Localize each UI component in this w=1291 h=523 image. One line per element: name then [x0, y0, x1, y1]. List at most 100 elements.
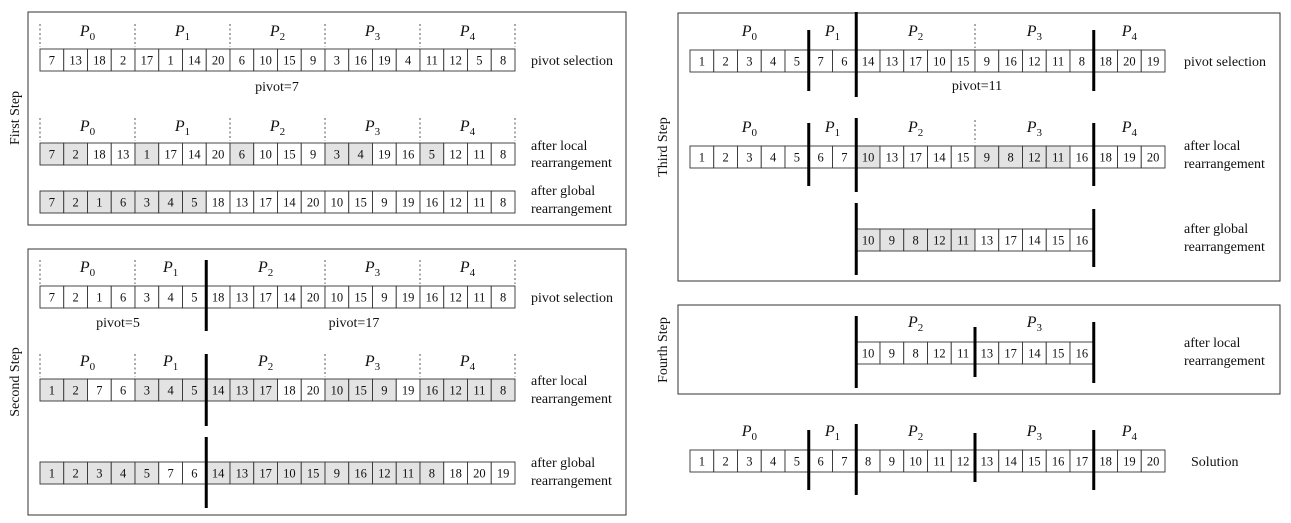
cell-value: 11 — [473, 148, 485, 162]
cell-value: 20 — [212, 54, 225, 68]
cell-value: 4 — [358, 148, 365, 162]
cell-value: 17 — [1076, 455, 1089, 469]
partition-label: P1 — [162, 353, 178, 373]
cell-value: 2 — [723, 151, 729, 165]
cell-value: 8 — [1079, 55, 1085, 69]
step-title: Second Step — [8, 347, 23, 417]
cell-value: 9 — [889, 234, 895, 248]
partition-label: P0 — [741, 119, 758, 139]
cell-value: 18 — [1099, 455, 1112, 469]
cell-value: 20 — [1123, 55, 1136, 69]
cell-value: 6 — [818, 455, 824, 469]
cell-value: 20 — [307, 196, 320, 210]
cell-value: 18 — [449, 467, 462, 481]
partition-label: P2 — [907, 314, 923, 334]
cell-value: 12 — [449, 291, 462, 305]
cell-value: 7 — [49, 148, 55, 162]
cell-value: 14 — [188, 54, 201, 68]
array-cell — [490, 190, 516, 214]
row-label-rearrangement: rearrangement — [531, 392, 612, 407]
partition-label: P2 — [269, 23, 285, 43]
cell-value: 16 — [402, 148, 415, 162]
cell-value: 1 — [96, 291, 102, 305]
cell-value: 5 — [794, 151, 800, 165]
cell-value: 19 — [402, 196, 415, 210]
cell-value: 8 — [500, 384, 506, 398]
cell-value: 15 — [1052, 234, 1065, 248]
cell-value: 1 — [168, 54, 174, 68]
cell-value: 3 — [334, 54, 340, 68]
cell-value: 14 — [1028, 347, 1041, 361]
row-label-pivot-selection: pivot selection — [1184, 55, 1266, 70]
step-frame — [677, 304, 1281, 395]
cell-value: 10 — [283, 467, 296, 481]
array-cell — [490, 461, 516, 485]
cell-value: 13 — [236, 291, 249, 305]
cell-value: 10 — [909, 455, 922, 469]
cell-value: 2 — [73, 148, 79, 162]
partition-label: P1 — [824, 23, 840, 43]
cell-value: 20 — [212, 148, 225, 162]
row-label-after-local: after local — [1184, 336, 1240, 351]
partition-label: P2 — [907, 423, 923, 443]
cell-value: 12 — [378, 467, 391, 481]
partition-label: P3 — [1026, 23, 1043, 43]
cell-value: 12 — [449, 384, 462, 398]
cell-value: 14 — [933, 151, 946, 165]
partition-label: P3 — [364, 259, 381, 279]
row-label-rearrangement: rearrangement — [1184, 157, 1265, 172]
cell-value: 9 — [984, 151, 990, 165]
cell-value: 8 — [913, 347, 919, 361]
cell-value: 19 — [378, 54, 391, 68]
cell-value: 16 — [1052, 455, 1065, 469]
cell-value: 16 — [426, 384, 439, 398]
cell-value: 13 — [886, 55, 899, 69]
cell-value: 17 — [259, 196, 272, 210]
row-label-after-local: after local — [531, 139, 587, 154]
cell-value: 4 — [168, 384, 175, 398]
cell-value: 13 — [117, 148, 130, 162]
cell-value: 2 — [73, 291, 79, 305]
cell-value: 17 — [259, 291, 272, 305]
cell-value: 14 — [283, 196, 296, 210]
cell-value: 11 — [473, 291, 485, 305]
cell-value: 18 — [93, 54, 106, 68]
cell-value: 3 — [96, 467, 102, 481]
cell-value: 18 — [1099, 55, 1112, 69]
cell-value: 17 — [909, 151, 922, 165]
cell-value: 4 — [120, 467, 127, 481]
cell-value: 17 — [259, 467, 272, 481]
cell-value: 8 — [1008, 151, 1014, 165]
step-frame — [677, 12, 1281, 282]
cell-value: 18 — [93, 148, 106, 162]
partition-label: P1 — [824, 119, 840, 139]
cell-value: 10 — [933, 55, 946, 69]
cell-value: 3 — [144, 196, 150, 210]
cell-value: 8 — [429, 467, 435, 481]
cell-value: 10 — [331, 384, 344, 398]
cell-value: 15 — [283, 148, 296, 162]
array-cell — [490, 142, 516, 166]
cell-value: 5 — [794, 455, 800, 469]
cell-value: 18 — [1099, 151, 1112, 165]
cell-value: 13 — [236, 196, 249, 210]
cell-value: 12 — [957, 455, 970, 469]
cell-value: 20 — [307, 384, 320, 398]
cell-value: 5 — [429, 148, 435, 162]
cell-value: 19 — [402, 384, 415, 398]
cell-value: 4 — [770, 151, 777, 165]
cell-value: 1 — [699, 151, 705, 165]
cell-value: 10 — [862, 234, 875, 248]
row-label-rearrangement: rearrangement — [531, 202, 612, 217]
cell-value: 9 — [310, 148, 316, 162]
row-label-after-global: after global — [531, 184, 595, 199]
cell-value: 3 — [746, 55, 752, 69]
cell-value: 17 — [1004, 347, 1017, 361]
partition-label: P2 — [907, 119, 923, 139]
cell-value: 11 — [933, 455, 945, 469]
cell-value: 15 — [1028, 455, 1041, 469]
array-cell — [490, 285, 516, 309]
